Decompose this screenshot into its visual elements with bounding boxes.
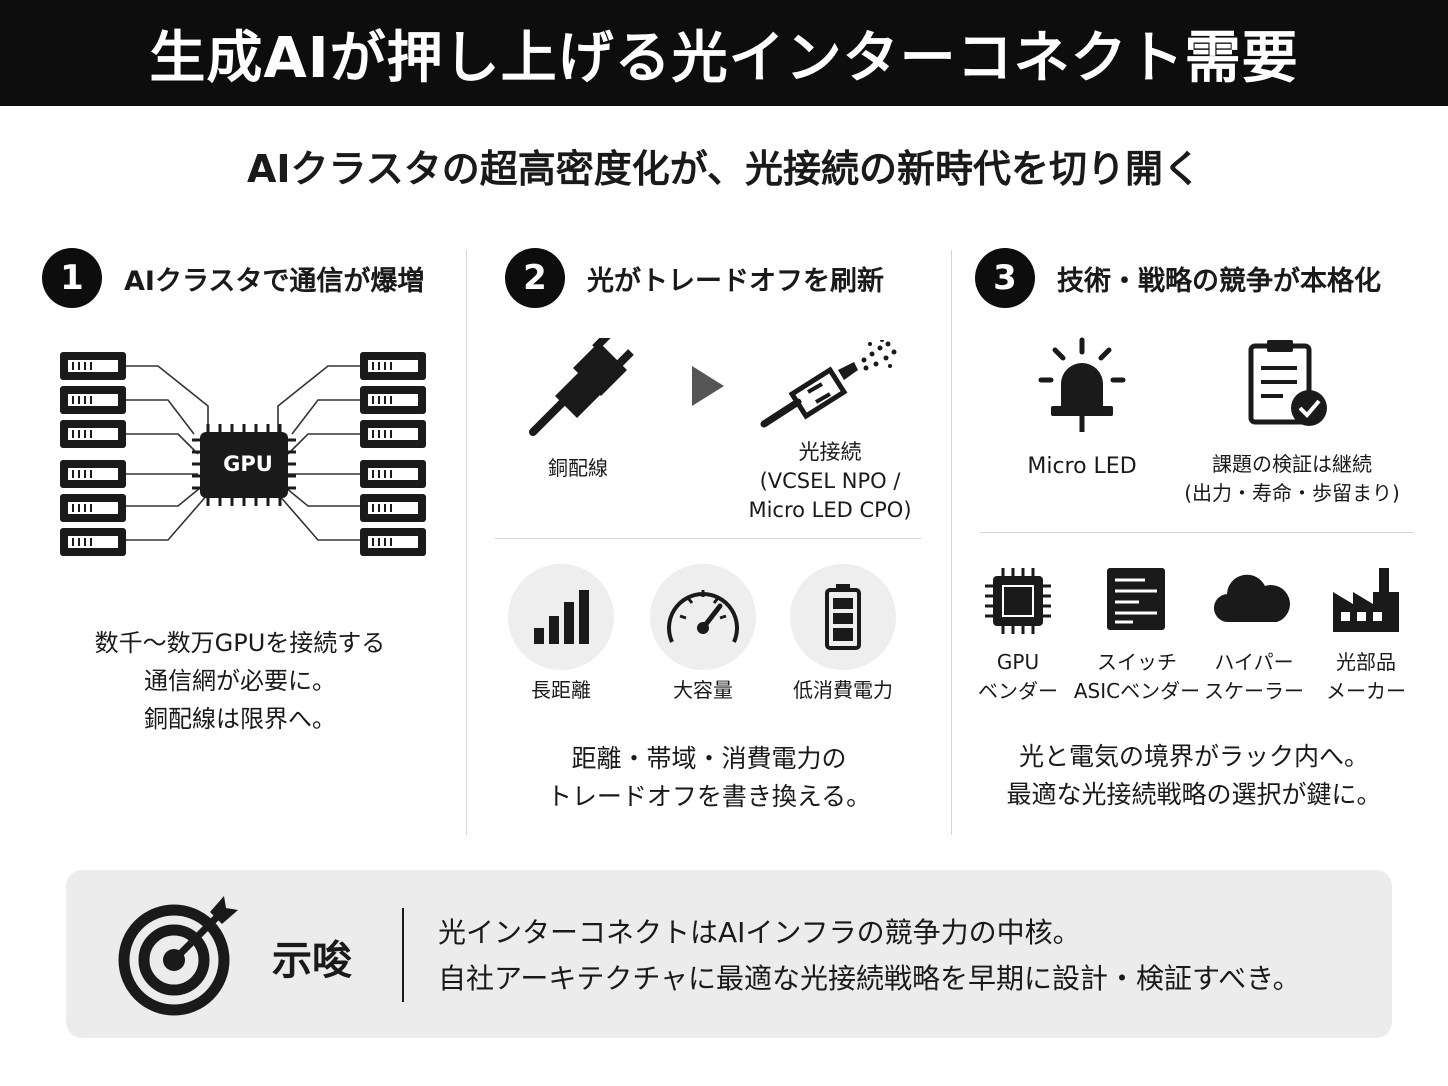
description-line: 距離・帯域・消費電力の xyxy=(571,744,847,773)
column-heading: 1 AIクラスタで通信が爆増 xyxy=(20,248,460,308)
switch-icon xyxy=(1107,568,1165,630)
player-label-line: ハイパー xyxy=(1214,650,1294,674)
section-divider xyxy=(495,538,921,539)
column-description: 距離・帯域・消費電力の トレードオフを書き換える。 xyxy=(470,740,948,816)
description-line: 光と電気の境界がラック内へ。 xyxy=(1018,742,1369,771)
signal-bars-icon xyxy=(534,590,589,644)
optical-label-line: Micro LED CPO) xyxy=(748,498,912,522)
column-divider xyxy=(466,250,467,835)
optical-label-line: (VCSEL NPO / xyxy=(759,469,901,493)
challenge-label: 課題の検証は継続 (出力・寿命・歩留まり) xyxy=(1177,450,1407,508)
copper-label: 銅配線 xyxy=(548,456,608,480)
page-title: 生成AIが押し上げる光インターコネクト需要 xyxy=(149,25,1299,91)
description-line: 通信網が必要に。 xyxy=(144,667,336,695)
player-label-line: スケーラー xyxy=(1204,679,1304,703)
clipboard-check-icon xyxy=(1248,340,1327,426)
step-number: 3 xyxy=(975,248,1035,308)
challenge-label: Micro LED xyxy=(1027,454,1137,479)
column-description: 数千〜数万GPUを接続する 通信網が必要に。 銅配線は限界へ。 xyxy=(20,624,460,738)
description-line: 数千〜数万GPUを接続する xyxy=(94,629,386,657)
metric-label: 低消費電力 xyxy=(793,678,893,702)
column-ai-cluster: 1 AIクラスタで通信が爆増 xyxy=(20,240,460,840)
implication-line: 光インターコネクトはAIインフラの競争力の中核。 xyxy=(438,916,1081,949)
optical-label: 光接続 (VCSEL NPO / Micro LED CPO) xyxy=(720,438,940,525)
player-label-line: GPU xyxy=(996,650,1040,674)
player-label-line: ASICベンダー xyxy=(1073,679,1201,703)
metric-label: 大容量 xyxy=(673,678,733,702)
player-label: 光部品 メーカー xyxy=(1311,648,1421,706)
implication-line: 自社アーキテクチャに最適な光接続戦略を早期に設計・検証すべき。 xyxy=(438,962,1301,995)
player-label-line: スイッチ xyxy=(1097,650,1177,674)
page-subtitle: AIクラスタの超高密度化が、光接続の新時代を切り開く xyxy=(246,147,1202,191)
step-number: 2 xyxy=(505,248,565,308)
factory-icon xyxy=(1333,568,1399,632)
metric-capacity xyxy=(650,564,756,670)
player-label-line: ベンダー xyxy=(978,679,1058,703)
column-heading: 3 技術・戦略の競争が本格化 xyxy=(955,248,1433,308)
server-rack-right xyxy=(360,352,426,556)
column-competition: 3 技術・戦略の競争が本格化 Micro LED 課題の検証は継続 (出力・寿命… xyxy=(955,240,1433,840)
description-line: 銅配線は限界へ。 xyxy=(144,705,336,733)
description-line: 最適な光接続戦略の選択が鍵に。 xyxy=(1006,780,1382,809)
copper-plug-icon xyxy=(529,338,634,436)
server-rack-left xyxy=(60,352,126,556)
column-divider xyxy=(951,250,952,835)
gpu-label: GPU xyxy=(223,452,273,476)
player-label-line: メーカー xyxy=(1326,679,1406,703)
speedometer-icon xyxy=(667,590,739,643)
metric-power xyxy=(790,564,896,670)
challenge-label-line: 課題の検証は継続 xyxy=(1212,452,1372,476)
player-label: スイッチ ASICベンダー xyxy=(1073,648,1201,706)
step-number: 1 xyxy=(42,248,102,308)
column-title: 光がトレードオフを刷新 xyxy=(587,265,884,297)
implication-text: 光インターコネクトはAIインフラの競争力の中核。 自社アーキテクチャに最適な光接… xyxy=(438,910,1301,1002)
implication-box: 示唆 光インターコネクトはAIインフラの競争力の中核。 自社アーキテクチャに最適… xyxy=(66,870,1392,1038)
optical-label-line: 光接続 xyxy=(798,440,862,464)
beacon-light-icon xyxy=(1038,337,1126,432)
section-divider xyxy=(980,532,1414,533)
player-label-line: 光部品 xyxy=(1336,650,1396,674)
column-optical-tradeoff: 2 光がトレードオフを刷新 銅配線 光接続 (VCSEL NPO / Micro… xyxy=(470,240,948,840)
battery-icon xyxy=(825,584,861,650)
cloud-icon xyxy=(1213,574,1290,623)
column-heading: 2 光がトレードオフを刷新 xyxy=(470,248,948,308)
description-line: トレードオフを書き換える。 xyxy=(546,782,872,811)
column-title: 技術・戦略の競争が本格化 xyxy=(1057,265,1381,297)
gpu-cluster-diagram xyxy=(60,352,426,556)
title-bar: 生成AIが押し上げる光インターコネクト需要 xyxy=(0,0,1448,106)
optical-connector-icon xyxy=(760,340,897,428)
column-description: 光と電気の境界がラック内へ。 最適な光接続戦略の選択が鍵に。 xyxy=(955,738,1433,814)
metric-label: 長距離 xyxy=(531,678,591,702)
challenge-label-line: (出力・寿命・歩留まり) xyxy=(1184,481,1400,505)
target-icon xyxy=(118,896,238,1016)
metric-distance xyxy=(508,564,614,670)
player-label: GPU ベンダー xyxy=(963,648,1073,706)
player-label: ハイパー スケーラー xyxy=(1199,648,1309,706)
implication-label: 示唆 xyxy=(272,938,352,984)
arrow-right-icon xyxy=(692,366,724,406)
implication-separator xyxy=(402,908,404,1002)
column-title: AIクラスタで通信が爆増 xyxy=(124,265,425,297)
chip-icon xyxy=(985,568,1051,634)
